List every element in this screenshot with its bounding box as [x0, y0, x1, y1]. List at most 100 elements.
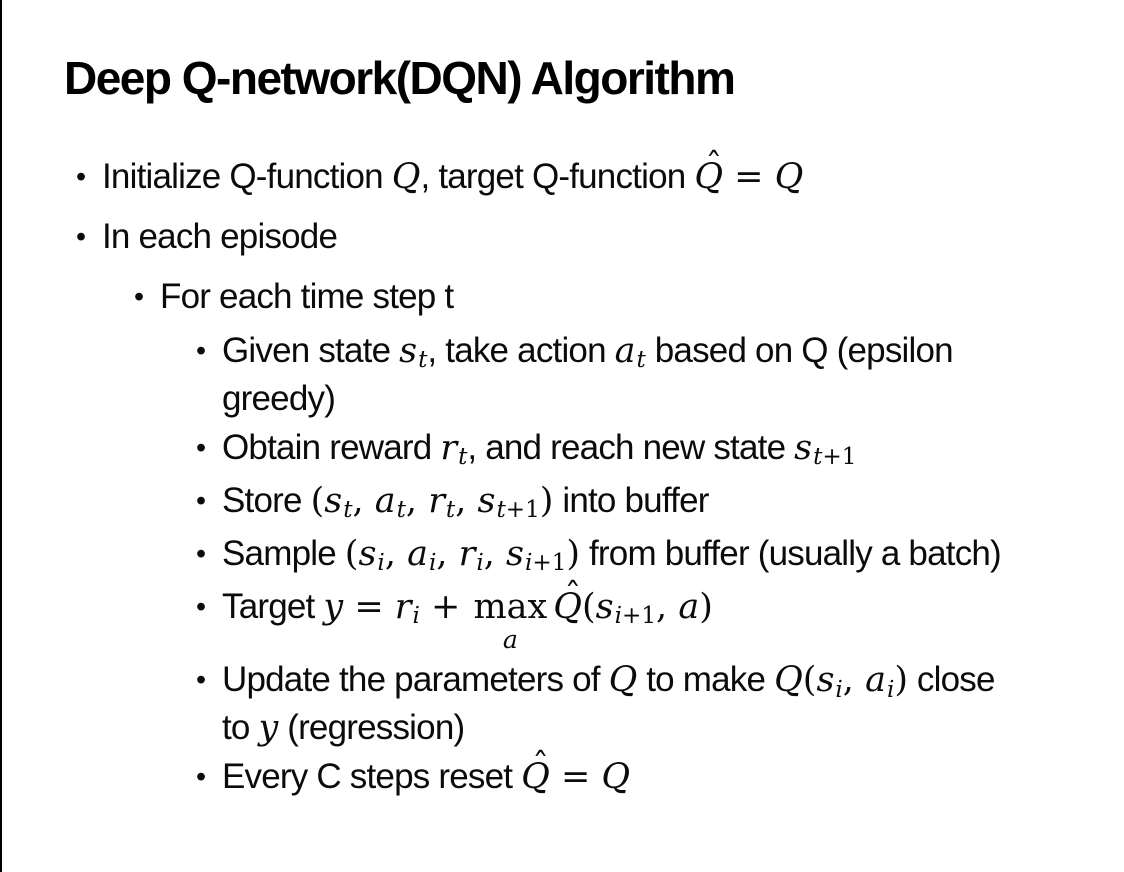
bullet-content: Obtain reward rt, and reach new state st…	[222, 426, 1124, 474]
text-segment: , target Q-function	[420, 156, 695, 196]
math-subscript-char: t	[458, 444, 468, 471]
math-sub-base: a	[865, 660, 886, 701]
bullet-line: Update the parameters of Q to make Q(si,…	[222, 658, 1124, 706]
math-subscript-char: 1	[841, 444, 857, 471]
math-subscript-char: +	[532, 550, 552, 577]
math-subscripted-variable: ri	[395, 587, 420, 630]
math-sub-base: s	[595, 586, 614, 627]
bullet-list: •Initialize Q-function Q, target Q-funct…	[2, 146, 1124, 799]
math-symbol: ,	[384, 533, 408, 574]
math-symbol: =	[723, 156, 775, 197]
math-subscripted-variable: st	[399, 331, 427, 374]
text-segment: Given state	[222, 330, 400, 370]
text-segment: close	[907, 660, 996, 700]
math-sub-base: s	[506, 533, 524, 574]
bullet-item: •Store (st, at, rt, st+1) into buffer	[196, 479, 1124, 527]
math-subscript: i+1	[525, 550, 566, 576]
bullet-content: Given state st, take action at based on …	[222, 329, 1124, 421]
text-segment: greedy)	[222, 378, 336, 418]
math-subscripted-variable: rt	[440, 428, 467, 471]
bullet-line: Given state st, take action at based on …	[222, 329, 1124, 377]
math-symbol: ,	[405, 480, 429, 521]
math-subscript: i	[835, 677, 842, 703]
math-subscript: i	[377, 550, 384, 576]
math-subscript-char: +	[822, 444, 842, 471]
bullet-marker: •	[196, 334, 206, 367]
math-subscript: t	[446, 497, 455, 523]
bullet-line: Initialize Q-function Q, target Q-functi…	[102, 146, 1124, 199]
text-segment: Store	[222, 480, 311, 520]
math-sub-base: a	[374, 480, 396, 521]
math-subscript: t	[458, 444, 467, 470]
bullet-line: Store (st, at, rt, st+1) into buffer	[222, 479, 1124, 527]
math-sub-base: s	[477, 480, 496, 521]
math-sub-base: s	[358, 533, 377, 574]
hat-accent: ˆ	[705, 145, 723, 185]
bullet-marker: •	[134, 280, 144, 313]
math-symbol: )	[566, 533, 581, 574]
bullet-marker: •	[196, 537, 206, 570]
math-subscript-char: i	[524, 550, 533, 577]
bullet-marker: •	[76, 160, 86, 193]
math-variable: a	[678, 586, 700, 627]
bullet-item: •Sample (si, ai, ri, si+1) from buffer (…	[196, 532, 1124, 580]
hat-accent: ˆ	[564, 575, 582, 615]
math-subscripted-variable: at	[614, 330, 646, 374]
bullet-marker: •	[196, 590, 206, 623]
math-symbol: )	[894, 660, 908, 701]
math-symbol: )	[539, 480, 554, 521]
math-subscripted-variable: at	[374, 480, 406, 524]
math-variable: Q	[391, 156, 421, 197]
math-subscript-char: t	[343, 497, 353, 524]
math-subscripted-variable: si+1	[595, 586, 657, 630]
math-subscript-char: t	[813, 444, 823, 471]
bullet-line: Obtain reward rt, and reach new state st…	[222, 426, 1124, 474]
math-symbol: ,	[842, 660, 866, 701]
text-segment: (regression)	[278, 708, 465, 748]
math-subscript-char: t	[418, 347, 428, 374]
bullet-marker: •	[76, 220, 86, 253]
bullet-line: greedy)	[222, 377, 1124, 421]
math-subscript: t	[637, 347, 646, 373]
text-segment: For each time step t	[160, 276, 454, 316]
math-subscript: i	[887, 677, 894, 703]
math-variable: Q	[601, 757, 631, 798]
math-subscript: i	[476, 550, 483, 576]
math-hat-base: Q	[521, 757, 550, 798]
text-segment: Target	[222, 586, 324, 626]
math-subscripted-variable: si	[358, 533, 384, 577]
bullet-marker: •	[196, 431, 206, 464]
bullet-item: •Given state st, take action at based on…	[196, 329, 1124, 421]
bullet-item: • Obtain reward rt, and reach new state s…	[196, 426, 1124, 474]
math-hat-base: Q	[553, 586, 582, 627]
math-subscript-char: 1	[525, 497, 540, 524]
math-subscript-char: 1	[641, 603, 657, 630]
text-segment: from buffer (usually a batch)	[580, 533, 1002, 573]
math-sub-base: s	[794, 427, 813, 468]
math-symbol: ,	[436, 533, 459, 574]
math-subscript-char: t	[496, 497, 506, 524]
math-subscripted-variable: si+1	[506, 533, 566, 577]
math-subscript-char: i	[377, 550, 385, 577]
math-variable: y	[323, 586, 344, 627]
math-sub-base: a	[614, 330, 636, 371]
math-subscript-char: i	[428, 550, 437, 577]
math-subscript-char: t	[396, 497, 406, 524]
math-symbol: (	[310, 480, 325, 521]
math-symbol: +	[419, 586, 472, 627]
math-symbol: ,	[455, 480, 478, 521]
text-segment: Initialize Q-function	[102, 156, 392, 196]
math-subscript: t	[418, 347, 427, 373]
text-segment: Every C steps reset	[222, 757, 522, 797]
bullet-content: Store (st, at, rt, st+1) into buffer	[222, 479, 1124, 527]
math-symbol: =	[549, 757, 602, 798]
math-sub-base: a	[407, 533, 428, 574]
bullet-content: For each time step t	[160, 275, 1124, 319]
text-segment: Update the parameters of	[222, 660, 609, 700]
text-segment: Sample	[222, 533, 345, 573]
math-variable: Q	[608, 660, 638, 701]
